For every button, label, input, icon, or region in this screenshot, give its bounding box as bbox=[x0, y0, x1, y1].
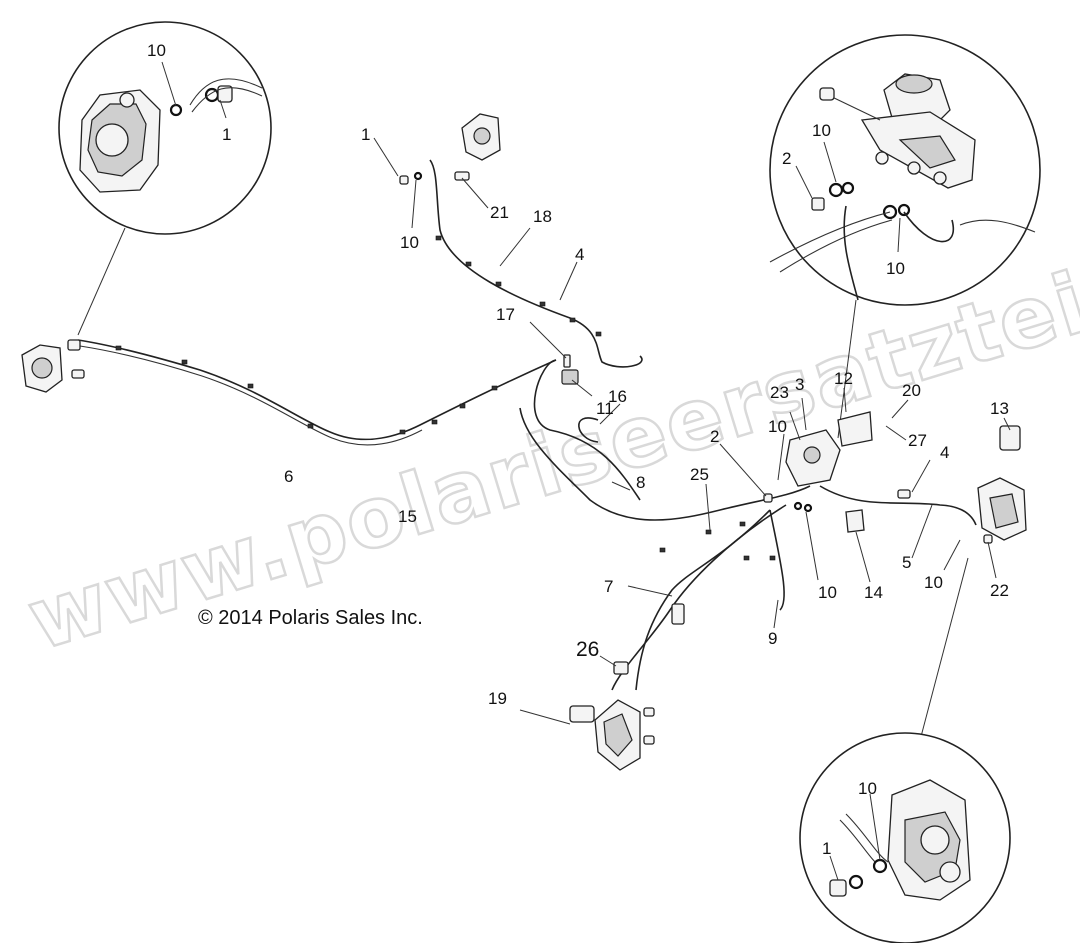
callout-10: 10 bbox=[858, 779, 877, 798]
callout-23: 23 bbox=[770, 383, 789, 402]
callout-7: 7 bbox=[604, 577, 613, 596]
callout-1: 1 bbox=[222, 125, 231, 144]
callout-6: 6 bbox=[284, 467, 293, 486]
callout-10: 10 bbox=[924, 573, 943, 592]
callout-11: 11 bbox=[596, 399, 614, 418]
callout-22: 22 bbox=[990, 581, 1009, 600]
callout-3: 3 bbox=[795, 375, 804, 394]
detail-circle-front-left-caliper bbox=[58, 21, 272, 336]
callout-10: 10 bbox=[812, 121, 831, 140]
brake-lines bbox=[77, 159, 977, 691]
callout-1: 1 bbox=[822, 839, 831, 858]
callout-18: 18 bbox=[533, 207, 552, 226]
detail-circle-rear-caliper bbox=[799, 557, 1011, 943]
callout-9: 9 bbox=[768, 629, 777, 648]
callout-4: 4 bbox=[940, 443, 949, 462]
callout-16: 16 bbox=[608, 387, 627, 406]
callout-8: 8 bbox=[636, 473, 645, 492]
callout-13: 13 bbox=[990, 399, 1009, 418]
callout-27: 27 bbox=[908, 431, 927, 450]
callout-leaders bbox=[161, 61, 1011, 881]
callout-15: 15 bbox=[398, 507, 417, 526]
callout-10: 10 bbox=[886, 259, 905, 278]
parts bbox=[21, 113, 1027, 771]
callout-10: 10 bbox=[147, 41, 166, 60]
callout-14: 14 bbox=[864, 583, 883, 602]
callout-10: 10 bbox=[818, 583, 837, 602]
callout-25: 25 bbox=[690, 465, 709, 484]
detail-circle-master-cylinder bbox=[769, 34, 1041, 439]
callout-26: 26 bbox=[576, 638, 599, 661]
callout-20: 20 bbox=[902, 381, 921, 400]
callout-10: 10 bbox=[400, 233, 419, 252]
line-clips bbox=[115, 235, 776, 561]
callout-17: 17 bbox=[496, 305, 515, 324]
callout-2: 2 bbox=[782, 149, 791, 168]
callout-12: 12 bbox=[834, 369, 853, 388]
callout-19: 19 bbox=[488, 689, 507, 708]
callout-2: 2 bbox=[710, 427, 719, 446]
callout-labels: 10 1 1 10 21 18 4 17 11 6 15 16 8 2 10 2… bbox=[147, 41, 1009, 858]
callout-5: 5 bbox=[902, 553, 911, 572]
copyright-text: © 2014 Polaris Sales Inc. bbox=[198, 607, 423, 629]
callout-21: 21 bbox=[490, 203, 509, 222]
callout-10: 10 bbox=[768, 417, 787, 436]
callout-4: 4 bbox=[575, 245, 584, 264]
callout-1: 1 bbox=[361, 125, 370, 144]
